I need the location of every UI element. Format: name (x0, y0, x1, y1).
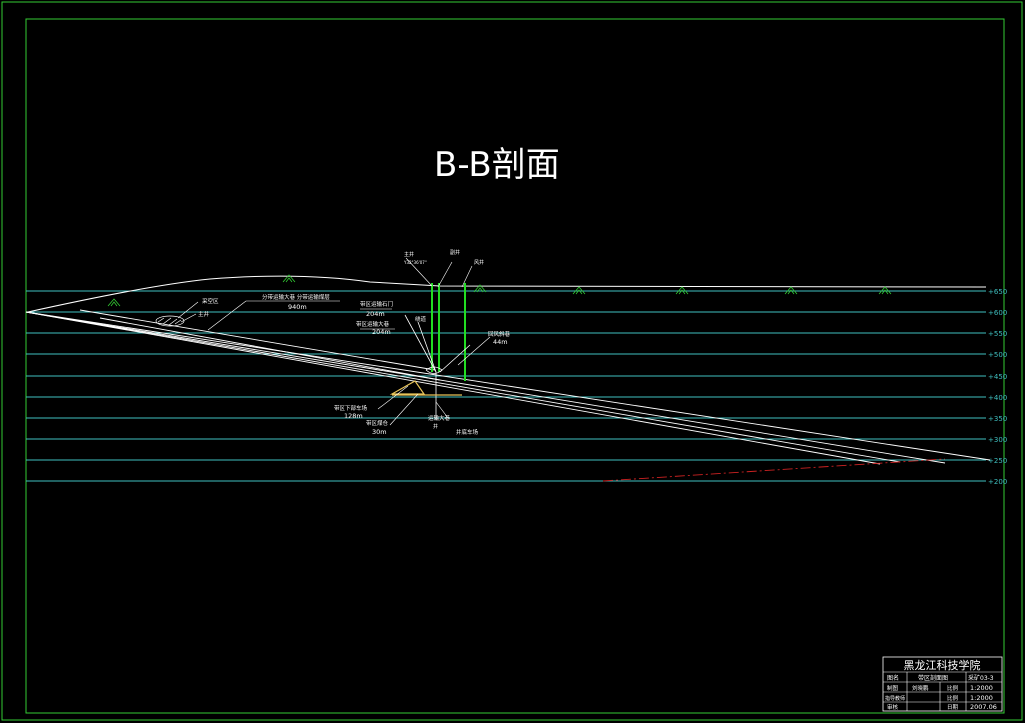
title-block-cell: 刘晓鹏 (912, 684, 929, 692)
grass-mark (473, 284, 487, 293)
leader-line (435, 401, 449, 419)
elevation-label: +500 (988, 351, 1007, 359)
mined-area (155, 315, 185, 327)
grass-mark (675, 286, 689, 295)
title-block-cell: 带区剖面图 (918, 674, 948, 682)
leader-line (457, 336, 491, 366)
title-block-frame (882, 656, 1003, 712)
title-block-cell: 指导教师 (885, 695, 905, 702)
elevation-label: +350 (988, 415, 1007, 423)
grass-mark (572, 286, 586, 295)
lower-yard-outline (389, 380, 426, 395)
label-lower-2-length: 30m (372, 428, 387, 436)
fault-line (602, 458, 946, 482)
grass-mark (878, 286, 892, 295)
title-block-cell: 审核 (887, 703, 899, 711)
elevation-label: +400 (988, 394, 1007, 402)
leader-line (180, 313, 197, 323)
ground-surface (27, 275, 987, 313)
drawing-title: B-B剖面 (434, 145, 560, 185)
label-mined-area: 采空区 (202, 297, 219, 305)
seam-line (79, 309, 436, 371)
leader-line (377, 385, 409, 410)
leader-line (207, 300, 247, 331)
label-mid-1-length: 204m (366, 310, 385, 318)
title-block-cell: 采矿03-3 (968, 674, 994, 682)
label-mid-3: 绕道 (415, 315, 427, 323)
inclined-drift (404, 314, 437, 373)
elevation-label: +600 (988, 309, 1007, 317)
mined-area-outline (155, 315, 185, 327)
label-lower-1-length: 128m (344, 412, 363, 420)
elevation-label: +200 (988, 478, 1007, 486)
seam-line (99, 317, 441, 381)
title-block-cell: 1:2000 (970, 684, 993, 692)
elevation-label: +650 (988, 288, 1007, 296)
grass-mark (282, 274, 296, 283)
leader-lines (177, 257, 491, 426)
elevation-label: +300 (988, 436, 1007, 444)
label-mid-2: 带区运输大巷 (356, 320, 390, 328)
seam-line (25, 311, 991, 461)
leader-line (177, 301, 199, 319)
title-block-cell: 2007.06 (970, 703, 997, 711)
leader-line (405, 257, 433, 287)
title-block-school: 黑龙江科技学院 (904, 658, 981, 672)
elevation-label: +550 (988, 330, 1007, 338)
title-block-cell: 比例 (947, 684, 959, 692)
inner-frame (25, 18, 1005, 714)
leader-line (437, 261, 453, 288)
label-main-entry: 主井 (198, 310, 210, 318)
leader-line (389, 393, 419, 426)
title-block-cell: 图名 (887, 674, 899, 682)
vegetation-marks (107, 274, 892, 307)
elevation-label: +450 (988, 373, 1007, 381)
coal-seam-lines (25, 309, 991, 465)
label-lower-5: 井 (433, 423, 438, 430)
label-incline-top: 分带运输大巷 分带运输煤层 (262, 293, 330, 301)
inclined-drift (417, 321, 437, 373)
label-right: 回风斜巷 (488, 330, 511, 338)
title-block: 黑龙江科技学院 图名 带区剖面图 采矿03-3 制图 刘晓鹏 比例 1:2000… (882, 656, 1003, 712)
seam-line (25, 311, 946, 464)
label-lower-1: 带区下部车场 (334, 404, 368, 412)
label-shaft-1: 主井 (404, 251, 414, 258)
label-shaft-3: 风井 (474, 259, 484, 266)
label-shaft-2: 副井 (450, 249, 460, 256)
label-shaft-1-info: Y32°36'07" (403, 260, 427, 265)
title-block-cell: 日期 (947, 704, 959, 711)
grass-mark (784, 286, 798, 295)
title-block-cell: 制图 (887, 684, 899, 692)
grass-mark (107, 298, 121, 307)
annotation-labels: 采空区 主井 分带运输大巷 分带运输煤层 940m 带区运输石门 204m 带区… (198, 249, 511, 436)
label-lower-3: 运输大巷 (428, 414, 451, 422)
seam-line (25, 311, 881, 465)
mined-area-hatch (157, 317, 182, 326)
label-lower-2: 带区煤仓 (366, 419, 389, 427)
label-right-length: 44m (493, 338, 508, 346)
lower-yard (389, 380, 462, 396)
label-mid-2-length: 204m (372, 328, 391, 336)
elevation-label: +250 (988, 457, 1007, 465)
label-incline-top-length: 940m (288, 303, 307, 311)
leader-line (461, 265, 473, 288)
inclined-drift (439, 344, 471, 373)
shaft-bottom-workings (404, 314, 471, 420)
label-mid-1: 带区运输石门 (360, 300, 393, 308)
title-block-cell: 1:2000 (970, 694, 993, 702)
elevation-labels: +650 +600 +550 +500 +450 +400 +350 +300 … (988, 288, 1007, 486)
title-block-cell: 比例 (947, 694, 959, 702)
seam-line (25, 311, 901, 463)
shafts (431, 283, 466, 381)
label-lower-4: 井底车场 (456, 428, 479, 436)
